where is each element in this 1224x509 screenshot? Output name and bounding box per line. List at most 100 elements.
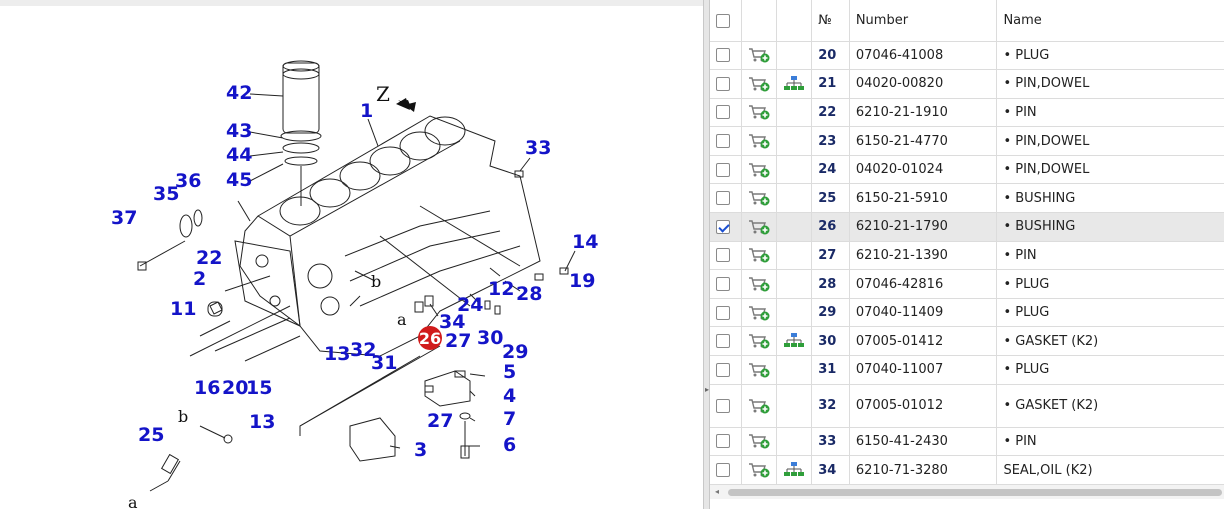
header-number[interactable]: Number: [849, 0, 998, 42]
callout-26-highlighted[interactable]: 26: [418, 326, 442, 350]
table-row[interactable]: 32 07005-01012 • GASKET (K2): [710, 384, 1224, 428]
row-tree-cell[interactable]: [776, 183, 813, 214]
callout-12[interactable]: 12: [488, 278, 515, 300]
assembly-tree-icon[interactable]: [783, 461, 805, 479]
table-row[interactable]: 26 6210-21-1790 • BUSHING: [710, 212, 1224, 242]
row-checkbox-cell[interactable]: [710, 98, 743, 128]
row-tree-cell[interactable]: [776, 427, 813, 457]
callout-1[interactable]: 1: [360, 100, 374, 122]
collapse-arrow-icon[interactable]: ▸: [704, 385, 709, 394]
callout-11[interactable]: 11: [170, 298, 197, 320]
row-tree-cell[interactable]: [776, 41, 813, 71]
row-checkbox[interactable]: [716, 191, 730, 206]
add-to-cart-icon[interactable]: [748, 246, 770, 264]
row-tree-cell[interactable]: [776, 155, 813, 185]
callout-19[interactable]: 19: [569, 270, 596, 292]
row-cart-cell[interactable]: [741, 69, 778, 99]
callout-15[interactable]: 15: [246, 377, 273, 399]
callout-14[interactable]: 14: [572, 231, 599, 253]
add-to-cart-icon[interactable]: [748, 103, 770, 121]
table-row[interactable]: 27 6210-21-1390 • PIN: [710, 241, 1224, 271]
row-cart-cell[interactable]: [741, 355, 778, 385]
callout-5[interactable]: 5: [503, 361, 517, 383]
row-checkbox-cell[interactable]: [710, 212, 743, 242]
row-tree-cell[interactable]: [776, 269, 813, 299]
row-checkbox[interactable]: [716, 277, 730, 292]
callout-16[interactable]: 16: [194, 377, 221, 399]
row-checkbox[interactable]: [716, 434, 730, 449]
row-checkbox-cell[interactable]: [710, 384, 743, 428]
header-name[interactable]: Name: [996, 0, 1224, 42]
row-checkbox-cell[interactable]: [710, 355, 743, 385]
add-to-cart-icon[interactable]: [748, 46, 770, 64]
table-row[interactable]: 20 07046-41008 • PLUG: [710, 41, 1224, 71]
table-row[interactable]: 33 6150-41-2430 • PIN: [710, 427, 1224, 457]
table-row[interactable]: 25 6150-21-5910 • BUSHING: [710, 183, 1224, 214]
add-to-cart-icon[interactable]: [748, 218, 770, 236]
row-checkbox[interactable]: [716, 398, 730, 413]
row-cart-cell[interactable]: [741, 455, 778, 485]
callout-36[interactable]: 36: [175, 170, 202, 192]
table-row[interactable]: 24 04020-01024 • PIN,DOWEL: [710, 155, 1224, 185]
callout-13-lower[interactable]: 13: [249, 411, 276, 433]
row-cart-cell[interactable]: [741, 298, 778, 328]
table-row[interactable]: 22 6210-21-1910 • PIN: [710, 98, 1224, 128]
callout-27-lower[interactable]: 27: [427, 410, 454, 432]
row-checkbox-cell[interactable]: [710, 183, 743, 214]
row-cart-cell[interactable]: [741, 326, 778, 357]
header-no[interactable]: №: [811, 0, 850, 42]
callout-7[interactable]: 7: [503, 408, 517, 430]
row-checkbox-cell[interactable]: [710, 326, 743, 357]
exploded-diagram-pane[interactable]: 42 43 44 45 1 33 36 35 37 22 2 11 14 19 …: [0, 0, 703, 509]
row-checkbox[interactable]: [716, 105, 730, 120]
row-checkbox[interactable]: [716, 219, 730, 234]
callout-45[interactable]: 45: [226, 169, 253, 191]
add-to-cart-icon[interactable]: [748, 132, 770, 150]
row-checkbox-cell[interactable]: [710, 427, 743, 457]
add-to-cart-icon[interactable]: [748, 161, 770, 179]
row-cart-cell[interactable]: [741, 269, 778, 299]
table-row[interactable]: 21 04020-00820 • PIN,DOWEL: [710, 69, 1224, 99]
row-checkbox-cell[interactable]: [710, 155, 743, 185]
callout-44[interactable]: 44: [226, 144, 253, 166]
header-select-all[interactable]: [710, 0, 743, 42]
row-checkbox-cell[interactable]: [710, 455, 743, 485]
scroll-left-arrow-icon[interactable]: ◂: [715, 487, 720, 496]
row-cart-cell[interactable]: [741, 126, 778, 156]
row-checkbox-cell[interactable]: [710, 126, 743, 156]
row-checkbox[interactable]: [716, 162, 730, 177]
row-tree-cell[interactable]: [776, 212, 813, 242]
select-all-checkbox[interactable]: [716, 13, 730, 28]
callout-31[interactable]: 31: [371, 352, 398, 374]
row-tree-cell[interactable]: [776, 384, 813, 428]
callout-30[interactable]: 30: [477, 327, 504, 349]
callout-24[interactable]: 24: [457, 294, 484, 316]
assembly-tree-icon[interactable]: [783, 75, 805, 93]
assembly-tree-icon[interactable]: [783, 332, 805, 350]
add-to-cart-icon[interactable]: [748, 275, 770, 293]
callout-27[interactable]: 27: [445, 330, 472, 352]
row-checkbox[interactable]: [716, 134, 730, 149]
row-tree-cell[interactable]: [776, 355, 813, 385]
row-checkbox-cell[interactable]: [710, 269, 743, 299]
callout-13[interactable]: 13: [324, 343, 351, 365]
row-checkbox[interactable]: [716, 48, 730, 63]
row-checkbox-cell[interactable]: [710, 69, 743, 99]
row-checkbox[interactable]: [716, 463, 730, 478]
row-checkbox[interactable]: [716, 362, 730, 377]
row-cart-cell[interactable]: [741, 241, 778, 271]
table-row[interactable]: 23 6150-21-4770 • PIN,DOWEL: [710, 126, 1224, 156]
add-to-cart-icon[interactable]: [748, 75, 770, 93]
callout-34[interactable]: 34: [439, 311, 466, 333]
row-checkbox[interactable]: [716, 76, 730, 91]
row-tree-cell[interactable]: [776, 126, 813, 156]
row-tree-cell[interactable]: [776, 455, 813, 485]
table-row[interactable]: 34 6210-71-3280 SEAL,OIL (K2): [710, 455, 1224, 485]
callout-22[interactable]: 22: [196, 247, 223, 269]
add-to-cart-icon[interactable]: [748, 432, 770, 450]
callout-43[interactable]: 43: [226, 120, 253, 142]
callout-28[interactable]: 28: [516, 283, 543, 305]
pane-splitter[interactable]: ▸: [703, 0, 710, 509]
callout-35[interactable]: 35: [153, 183, 180, 205]
row-cart-cell[interactable]: [741, 183, 778, 214]
